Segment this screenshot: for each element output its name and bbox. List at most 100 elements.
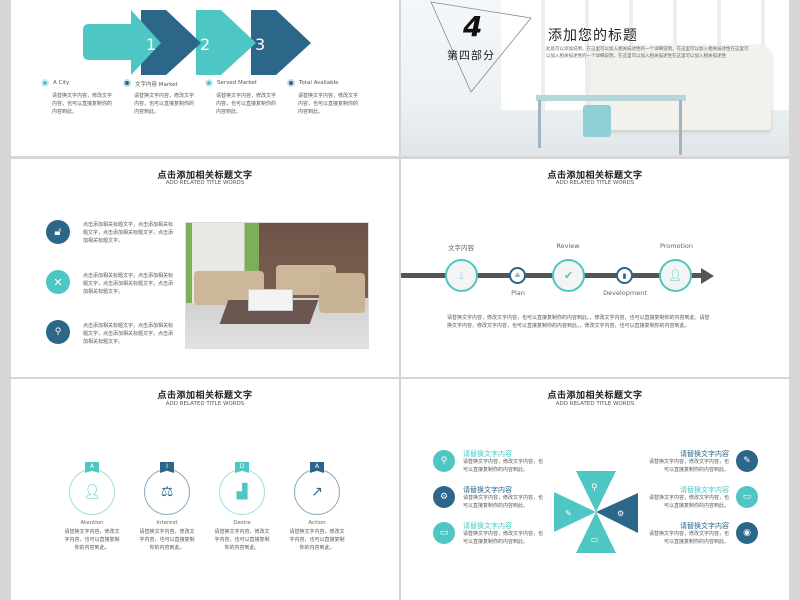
bullet-icon [41, 79, 49, 87]
slide-thumbnail-4[interactable]: 点击添加相关标题文字 ADD RELATED TITLE WORDS 💧︎ ≗ … [401, 159, 789, 377]
laptop-icon: ▭ [736, 486, 758, 508]
pinwheel-right [596, 493, 638, 533]
feature-heading: 请替换文字内容 [463, 486, 512, 494]
arrow-number-4: 4 [311, 35, 322, 54]
step-label: Promotion [659, 242, 694, 250]
arrow-step-4 [251, 10, 311, 75]
slide-thumbnail-3[interactable]: 点击添加相关标题文字 ADD RELATED TITLE WORDS 🔓︎ 点击… [11, 159, 399, 377]
legend-text: 请替换文字内容，修改文字内容，也可以直接复制你的内容到此。 [216, 93, 277, 115]
bullet-icon [123, 79, 131, 87]
feature-text: 请替换文字内容，修改文字内容，也可以直接复制你的内容到此。 [648, 495, 729, 509]
pinwheel-bottom [576, 512, 616, 553]
shield-check-icon[interactable]: ✔ [552, 259, 585, 292]
step-label: 文字内容 [448, 244, 474, 252]
legend-text: 请替换文字内容，修改文字内容，也可以直接复制你的内容到此。 [134, 93, 195, 115]
step-text: 请替换文字内容，修改文字内容，也可以直接复制你的内容到此。 [214, 529, 270, 551]
plan-icon[interactable]: ≗ [509, 267, 526, 284]
pinwheel-graphic: ⚲ ✎ ⚙ ▭ [554, 471, 638, 553]
tools-icon: ✕ [46, 270, 70, 294]
table-leg [679, 100, 682, 155]
table-image [536, 95, 686, 101]
armchair [319, 273, 365, 313]
step-text: 请替换文字内容，修改文字内容，也可以直接复制你的内容到此。 [289, 529, 345, 551]
step-badge: I [160, 462, 174, 473]
step-label: Desire [233, 520, 251, 526]
legend-label: A City [53, 80, 70, 86]
growth-chart-icon: ▟ [219, 469, 265, 515]
legend-label: Served Market [217, 80, 257, 86]
slide-title: 点击添加相关标题文字 [547, 171, 643, 181]
bar-chart-icon[interactable]: ▮ [616, 267, 633, 284]
water-drop-icon[interactable]: 💧︎ [445, 259, 478, 292]
table-leg [538, 100, 541, 148]
feature-heading: 请替换文字内容 [463, 450, 512, 458]
slide-subtitle: ADD RELATED TITLE WORDS [555, 401, 635, 407]
step-label: Development [603, 289, 647, 297]
step-label: Action [308, 520, 326, 526]
arrow-step-1 [83, 10, 161, 75]
arrow-step-3 [196, 10, 256, 75]
arrow-number-2: 2 [200, 35, 211, 54]
step-badge: A [310, 462, 324, 473]
share-icon: ↗ [294, 469, 340, 515]
legend-label: Total Available [299, 80, 339, 86]
feature-heading: 请替换文字内容 [463, 522, 512, 530]
user-profile-icon[interactable]: 👤︎ [659, 259, 692, 292]
step-label: Review [556, 242, 580, 250]
step-text: 请替换文字内容，修改文字内容，也可以直接复制你的内容到此。 [64, 529, 120, 551]
legend-text: 请替换文字内容，修改文字内容，也可以直接复制你的内容到此。 [52, 93, 113, 115]
timeline-arrowhead-icon [701, 268, 714, 284]
item-text: 点击添加相关标题文字，点击添加相关标题文字，点击添加相关标题文字，点击添加相关标… [83, 222, 174, 244]
step-badge: D [235, 462, 249, 473]
feature-heading: 请替换文字内容 [680, 450, 729, 458]
eye-icon: ◉ [736, 522, 758, 544]
lock-icon: 🔓︎ [46, 220, 70, 244]
arrow-step-2 [141, 10, 201, 75]
slide-thumbnail-2[interactable]: 4 第四部分 添加您的标题 此处可以添加说明，在这里可以加入相关描述性的一个详细… [401, 0, 789, 156]
scale-icon: ⚖ [144, 469, 190, 515]
slide-subtitle: ADD RELATED TITLE WORDS [165, 401, 245, 407]
item-text: 点击添加相关标题文字，点击添加相关标题文字，点击添加相关标题文字，点击添加相关标… [83, 323, 174, 345]
slide-thumbnail-5[interactable]: 点击添加相关标题文字 ADD RELATED TITLE WORDS A 👤︎ … [11, 379, 399, 600]
legend-label: 文字内容 Market [135, 82, 178, 88]
slide-title: 点击添加相关标题文字 [547, 391, 643, 401]
svg-text:⚙: ⚙ [617, 509, 624, 518]
slide-subtitle: ADD RELATED TITLE WORDS [555, 180, 635, 186]
section-label: 第四部分 [447, 49, 495, 62]
description-text: 请替换文字内容，修改文字内容，也可以直接复制你的内容到此。，修改文字内容，也可以… [447, 315, 710, 329]
coffee-table [248, 289, 293, 311]
triangle-outline-graphic [430, 1, 532, 93]
pencil-icon: ✎ [736, 450, 758, 472]
arrow-number-3: 3 [255, 35, 266, 54]
arrow-process-graphic [83, 10, 311, 75]
step-text: 请替换文字内容，修改文字内容，也可以直接复制你的内容到此。 [139, 529, 195, 551]
search-icon: ⚲ [433, 450, 455, 472]
step-label: Interest [156, 520, 178, 526]
bag-image [583, 105, 611, 137]
slide-title: 添加您的标题 [548, 28, 638, 44]
monitor-icon: ▭ [433, 522, 455, 544]
pinwheel-top [576, 471, 616, 512]
section-number: 4 [463, 10, 483, 43]
feature-text: 请替换文字内容，修改文字内容，也可以直接复制你的内容到此。 [463, 531, 544, 545]
feature-text: 请替换文字内容，修改文字内容，也可以直接复制你的内容到此。 [463, 459, 544, 473]
feature-text: 请替换文字内容，修改文字内容，也可以直接复制你的内容到此。 [648, 531, 729, 545]
pinwheel-left [554, 492, 596, 532]
user-target-icon: 👤︎ [69, 469, 115, 515]
bullet-icon [205, 79, 213, 87]
bullet-icon [287, 79, 295, 87]
slide-thumbnail-1[interactable]: 1 2 3 4 A City 请替换文字内容，修改文字内容，也可以直接复制你的内… [11, 0, 399, 156]
svg-text:▭: ▭ [591, 535, 599, 544]
slide-description: 此处可以添加说明，在这里可以加入相关描述性的一个详细说明，在这里可以加入相关描述… [546, 47, 749, 59]
feature-heading: 请替换文字内容 [680, 522, 729, 530]
living-room-photo [185, 222, 369, 349]
slide-subtitle: ADD RELATED TITLE WORDS [165, 180, 245, 186]
arrow-number-1: 1 [146, 35, 157, 54]
slide-title: 点击添加相关标题文字 [157, 171, 253, 181]
feature-text: 请替换文字内容，修改文字内容，也可以直接复制你的内容到此。 [648, 459, 729, 473]
feature-text: 请替换文字内容，修改文字内容，也可以直接复制你的内容到此。 [463, 495, 544, 509]
step-label: Atention [80, 520, 104, 526]
bike-icon: ⚲ [46, 320, 70, 344]
svg-text:✎: ✎ [565, 509, 572, 518]
slide-thumbnail-6[interactable]: 点击添加相关标题文字 ADD RELATED TITLE WORDS ⚲ ✎ ⚙… [401, 379, 789, 600]
